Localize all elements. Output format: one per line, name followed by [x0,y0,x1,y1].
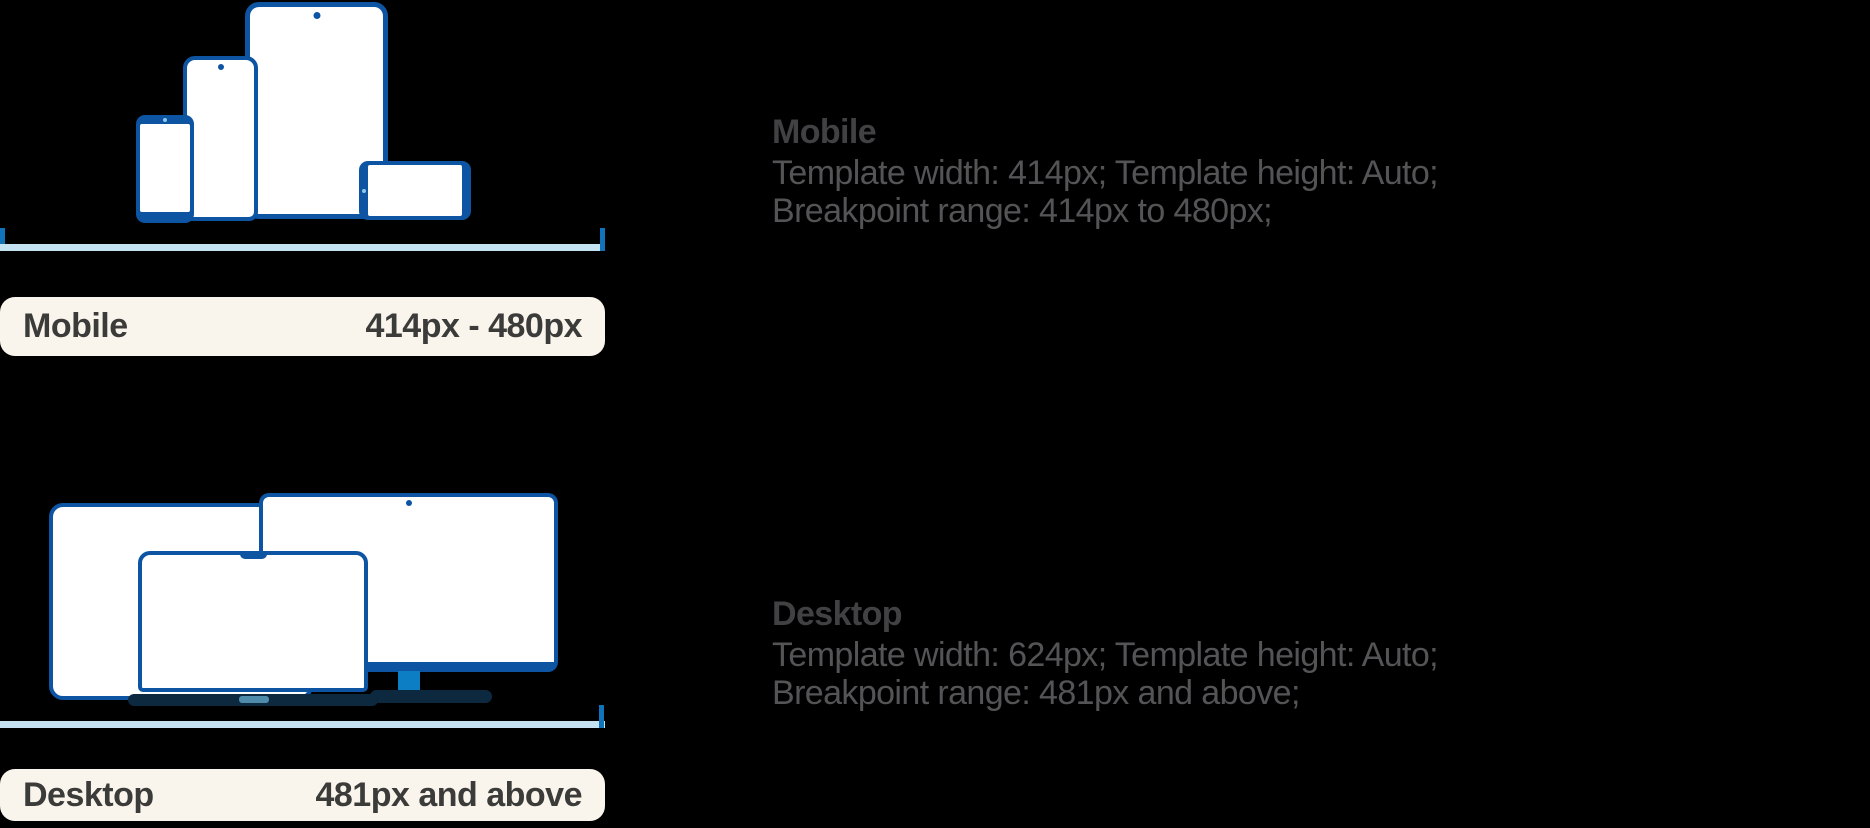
mobile-ruler-right-tick [600,228,605,251]
desktop-info-block: Desktop Template width: 624px; Template … [772,592,1439,712]
mobile-info-title: Mobile [772,113,877,151]
laptop-base-notch [239,696,269,703]
mobile-range-bar-label: Mobile [23,307,128,345]
monitor-stand-neck [398,671,420,691]
landscape-phone-camera-dot [362,188,366,193]
laptop-camera-notch [240,551,267,559]
desktop-range-bar-label: Desktop [23,775,154,814]
laptop-icon [138,551,368,692]
phone-camera-dot [217,64,224,70]
mobile-range-bar-value: 414px - 480px [365,307,582,345]
mobile-ruler-line [0,244,605,251]
mobile-ruler-left-tick [0,228,5,251]
tablet-camera-dot [313,12,320,19]
desktop-range-bar: Desktop 481px and above [0,769,605,821]
small-phone-screen [140,124,190,212]
desktop-info-template-line: Template width: 624px; Template height: … [772,636,1439,674]
mobile-info-template-line: Template width: 414px; Template height: … [772,154,1439,192]
desktop-ruler-right-tick [599,705,604,728]
desktop-info-breakpoint-line: Breakpoint range: 481px and above; [772,674,1300,712]
phone-portrait-icon [183,56,258,221]
mobile-range-bar: Mobile 414px - 480px [0,297,605,356]
mobile-info-block: Mobile Template width: 414px; Template h… [772,110,1439,230]
phone-landscape-icon [359,161,471,220]
small-phone-icon [136,115,194,223]
desktop-info-title: Desktop [772,595,903,633]
desktop-ruler-line [0,721,605,728]
small-phone-camera-dot [163,118,167,122]
monitor-camera-dot [405,500,412,506]
mobile-info-breakpoint-line: Breakpoint range: 414px to 480px; [772,192,1273,230]
landscape-phone-screen [368,165,462,216]
monitor-stand-base [370,690,492,703]
desktop-range-bar-value: 481px and above [315,775,582,814]
